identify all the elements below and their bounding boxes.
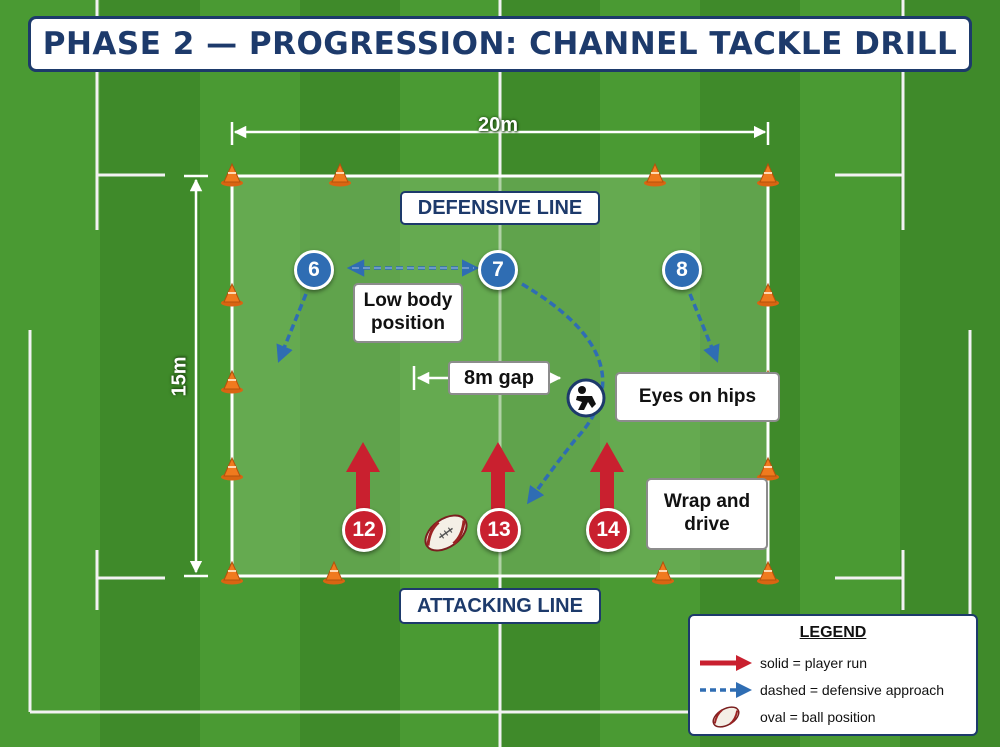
solid-arrow-icon bbox=[700, 655, 752, 671]
width-label: 20m bbox=[478, 114, 519, 136]
legend: LEGEND solid = player run dashed = defen… bbox=[688, 614, 978, 736]
width-dimension bbox=[230, 122, 770, 145]
defender-8-run bbox=[688, 293, 720, 363]
eyes-on-hips-note: Eyes on hips bbox=[615, 372, 780, 422]
gap-label: 8m gap bbox=[448, 361, 550, 395]
cone-icon bbox=[652, 560, 674, 585]
defender-6: 6 bbox=[294, 250, 334, 290]
legend-item-dashed: dashed = defensive approach bbox=[698, 679, 944, 701]
attacker-13: 13 bbox=[477, 508, 521, 552]
cone-icon bbox=[221, 162, 779, 585]
tackler-icon bbox=[566, 378, 606, 418]
defender-8: 8 bbox=[662, 250, 702, 290]
cone-icon bbox=[329, 162, 351, 187]
attacking-line-label: ATTACKING LINE bbox=[399, 588, 601, 624]
cone-icon bbox=[644, 162, 666, 187]
cone-icon bbox=[221, 282, 243, 307]
height-label: 15m bbox=[168, 356, 191, 397]
defensive-line-label: DEFENSIVE LINE bbox=[400, 191, 600, 225]
cone-icon bbox=[757, 162, 779, 187]
legend-item-oval: oval = ball position bbox=[698, 706, 876, 728]
cone-icon bbox=[757, 560, 779, 585]
page-title: PHASE 2 — PROGRESSION: CHANNEL TACKLE DR… bbox=[42, 26, 958, 62]
title-banner: PHASE 2 — PROGRESSION: CHANNEL TACKLE DR… bbox=[28, 16, 972, 72]
low-body-note: Low body position bbox=[353, 283, 463, 343]
cone-icon bbox=[323, 560, 345, 585]
wrap-and-drive-note: Wrap and drive bbox=[646, 478, 768, 550]
cone-icon bbox=[221, 369, 243, 394]
legend-item-solid: solid = player run bbox=[698, 652, 867, 674]
attacker-13-run bbox=[481, 442, 515, 510]
cone-icon bbox=[221, 456, 243, 481]
cone-icon bbox=[221, 162, 243, 187]
cone-icon bbox=[757, 282, 779, 307]
player-run-arrows bbox=[346, 442, 624, 510]
attacker-14: 14 bbox=[586, 508, 630, 552]
attacker-12: 12 bbox=[342, 508, 386, 552]
legend-title: LEGEND bbox=[799, 624, 867, 641]
dashed-arrow-icon bbox=[700, 682, 752, 698]
cone-icon bbox=[221, 560, 243, 585]
attacker-12-run bbox=[346, 442, 380, 510]
defender-7: 7 bbox=[478, 250, 518, 290]
defender-6-run bbox=[276, 293, 308, 363]
rugby-ball-icon bbox=[712, 706, 740, 728]
rugby-ball-icon bbox=[424, 514, 468, 552]
attacker-14-run bbox=[590, 442, 624, 510]
height-dimension bbox=[184, 174, 208, 578]
